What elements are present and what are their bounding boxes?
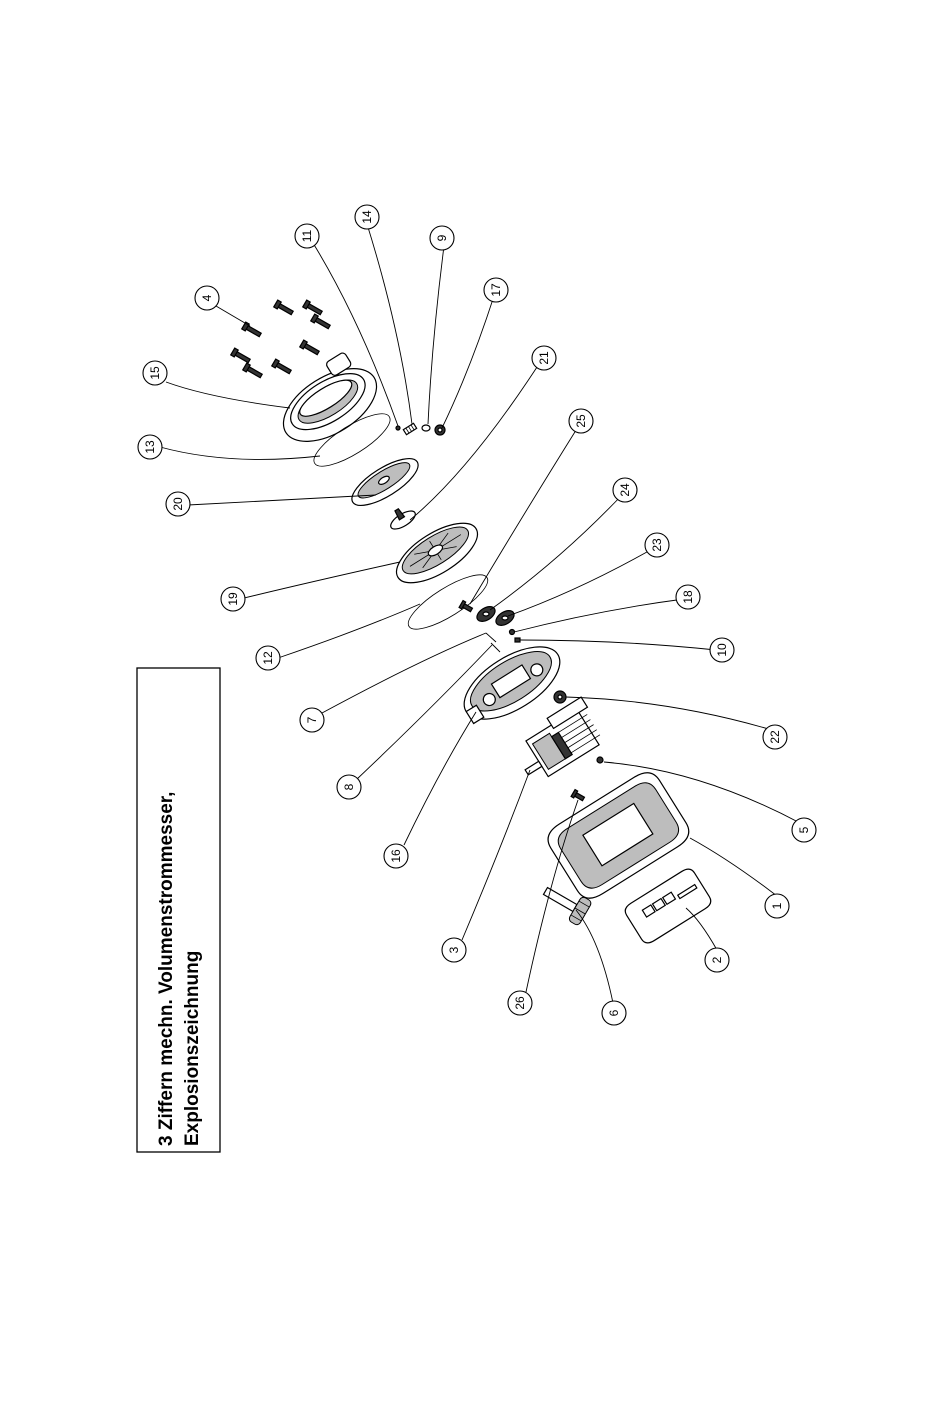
part-5-nut — [597, 757, 603, 763]
svg-text:24: 24 — [618, 483, 632, 497]
svg-text:3: 3 — [447, 946, 461, 953]
svg-text:4: 4 — [200, 294, 214, 301]
callout-12: 12 — [256, 646, 280, 670]
part-10-clip — [515, 638, 520, 642]
part-22-nut — [554, 691, 566, 703]
svg-text:8: 8 — [342, 783, 356, 790]
svg-text:1: 1 — [770, 902, 784, 909]
svg-text:11: 11 — [300, 229, 314, 242]
part-20-disc — [345, 450, 424, 514]
callout-7: 7 — [300, 708, 324, 732]
callout-9: 9 — [430, 226, 454, 250]
svg-text:15: 15 — [148, 366, 162, 380]
callout-20: 20 — [166, 492, 190, 516]
svg-text:20: 20 — [171, 497, 185, 511]
svg-text:19: 19 — [226, 592, 240, 606]
callout-25: 25 — [569, 409, 593, 433]
callout-1: 1 — [765, 894, 789, 918]
callout-18: 18 — [676, 585, 700, 609]
part-15-housing-top — [266, 345, 389, 456]
svg-text:14: 14 — [360, 210, 374, 224]
svg-text:7: 7 — [305, 716, 319, 723]
callout-5: 5 — [792, 818, 816, 842]
svg-text:6: 6 — [607, 1009, 621, 1016]
part-18-pin — [510, 630, 515, 635]
callout-2: 2 — [705, 948, 729, 972]
callout-11: 11 — [295, 224, 319, 248]
callout-24: 24 — [613, 478, 637, 502]
callout-17: 17 — [484, 278, 508, 302]
svg-text:5: 5 — [797, 826, 811, 833]
title-line-2: Explosionszeichnung — [182, 951, 203, 1146]
part-14-nozzle — [403, 423, 416, 434]
svg-text:17: 17 — [489, 283, 503, 297]
part-2-faceplate — [622, 866, 713, 946]
svg-text:25: 25 — [574, 414, 588, 428]
part-8-pin — [491, 643, 500, 652]
part-7-pin — [486, 633, 496, 642]
svg-text:22: 22 — [768, 730, 782, 744]
callout-6: 6 — [602, 1001, 626, 1025]
part-3-counter-mechanism — [508, 697, 607, 785]
svg-text:13: 13 — [143, 440, 157, 454]
svg-text:12: 12 — [261, 651, 275, 665]
callout-4: 4 — [195, 286, 219, 310]
svg-text:18: 18 — [681, 590, 695, 604]
part-4-screws — [231, 300, 331, 379]
svg-text:23: 23 — [650, 538, 664, 552]
part-11-pin — [396, 426, 400, 430]
svg-text:21: 21 — [537, 351, 551, 365]
callout-22: 22 — [763, 725, 787, 749]
callout-3: 3 — [442, 938, 466, 962]
title-box: 3 Ziffern mechn. Volumenstrommesser, Exp… — [137, 668, 220, 1152]
callout-10: 10 — [710, 638, 734, 662]
svg-text:26: 26 — [513, 996, 527, 1010]
callout-26: 26 — [508, 991, 532, 1015]
callout-19: 19 — [221, 587, 245, 611]
callout-14: 14 — [355, 205, 379, 229]
callout-13: 13 — [138, 435, 162, 459]
callout-16: 16 — [384, 844, 408, 868]
part-23-washer — [493, 608, 516, 629]
svg-text:2: 2 — [710, 956, 724, 963]
part-9-washer — [422, 425, 430, 431]
callout-15: 15 — [143, 361, 167, 385]
callout-23: 23 — [645, 533, 669, 557]
svg-text:16: 16 — [389, 849, 403, 863]
part-17-nut — [435, 425, 445, 435]
svg-text:9: 9 — [435, 234, 449, 241]
title-line-1: 3 Ziffern mechn. Volumenstrommesser, — [156, 792, 177, 1146]
parts-group — [231, 300, 714, 946]
callout-21: 21 — [532, 346, 556, 370]
callout-8: 8 — [337, 775, 361, 799]
svg-text:10: 10 — [715, 643, 729, 657]
